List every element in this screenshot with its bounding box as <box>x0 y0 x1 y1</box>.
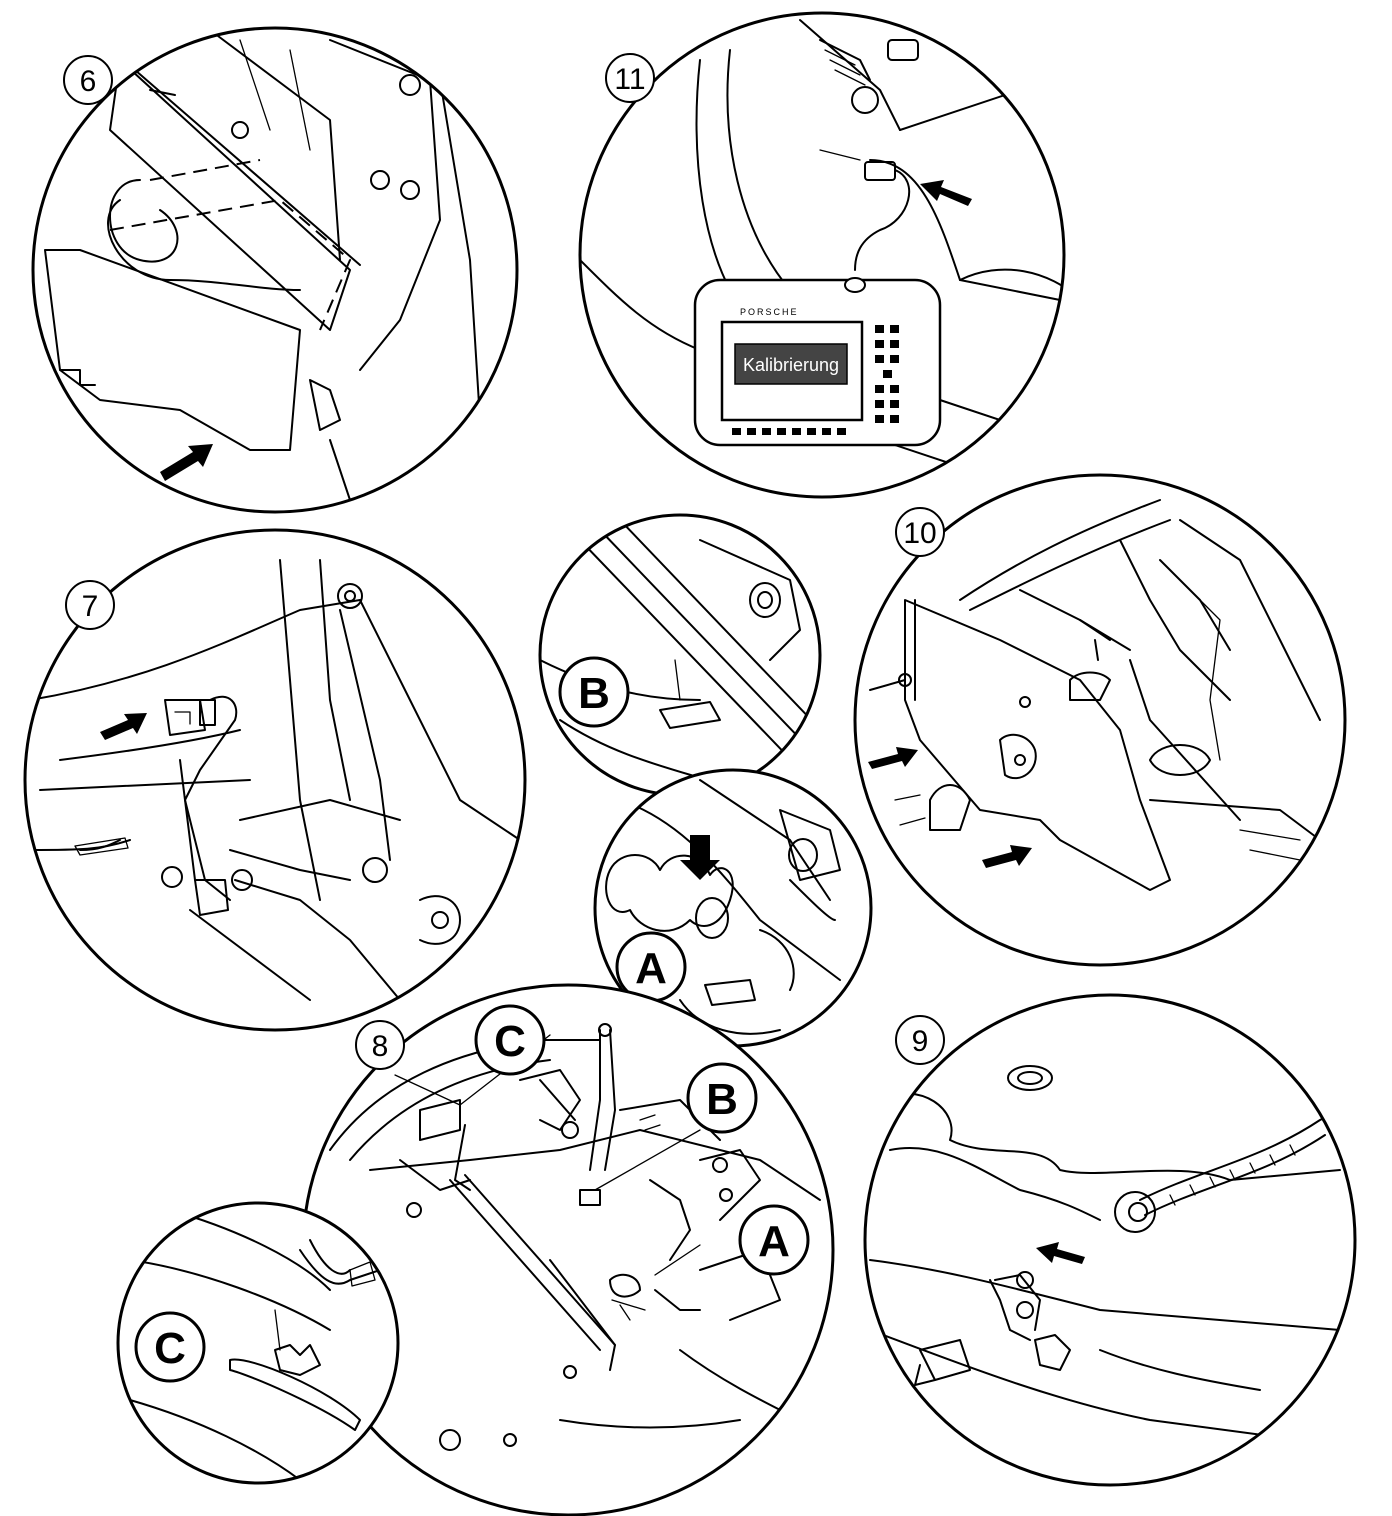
tester-keypad <box>732 325 899 435</box>
detail-c-panel: C <box>116 1201 400 1485</box>
step-6-badge <box>63 55 113 105</box>
step-6-panel: 6 <box>31 26 519 514</box>
callout-c-letter: C <box>494 1017 526 1066</box>
detail-b-panel: B <box>538 513 822 797</box>
step-8-badge <box>355 1020 405 1070</box>
detail-b-frame <box>538 513 822 797</box>
callout-a-letter: A <box>758 1217 790 1266</box>
step-10-frame <box>853 473 1347 967</box>
step-7-number: 7 <box>82 590 99 623</box>
step-8-panel: 8 C B A <box>301 983 835 1516</box>
step-7-frame <box>23 528 527 1032</box>
step-10-arrow-lower-icon <box>982 845 1032 868</box>
tester-brand: PORSCHE <box>740 307 799 317</box>
callout-b-badge <box>686 1062 758 1134</box>
step-11-arrow-icon <box>920 180 972 206</box>
step-10-illustration <box>869 499 1321 891</box>
step-11-badge <box>605 53 655 103</box>
step-8-illustration <box>329 1023 821 1451</box>
step-7-illustration <box>29 559 521 1001</box>
detail-a-letter: A <box>635 944 667 993</box>
detail-b-illustration <box>540 519 820 791</box>
detail-a-panel: A <box>593 768 873 1048</box>
detail-b-letter: B <box>578 669 610 718</box>
detail-a-illustration <box>605 779 841 1035</box>
detail-b-badge <box>558 656 630 728</box>
step-11-number: 11 <box>614 63 645 96</box>
detail-c-letter: C <box>154 1324 186 1373</box>
step-7-arrow-icon <box>100 713 147 740</box>
callout-c-badge <box>474 1004 546 1076</box>
detail-c-badge <box>134 1311 206 1383</box>
step-9-number: 9 <box>912 1025 929 1058</box>
step-10-badge <box>895 507 945 557</box>
step-9-illustration <box>869 1065 1355 1441</box>
callout-b-letter: B <box>706 1075 738 1124</box>
callout-a-badge <box>738 1204 810 1276</box>
step-6-illustration <box>44 29 481 501</box>
tester-screen <box>734 343 848 385</box>
step-9-arrow-icon <box>1036 1242 1085 1264</box>
step-10-number: 10 <box>903 517 936 550</box>
diagnostic-tester: PORSCHE Kalibrierung <box>693 277 942 447</box>
step-11-panel: PORSCHE Kalibrierung 11 <box>578 11 1066 499</box>
step-6-arrow-icon <box>160 444 213 481</box>
step-7-panel: 7 <box>23 528 527 1032</box>
step-6-number: 6 <box>80 65 97 98</box>
step-9-panel: 9 <box>863 993 1357 1487</box>
step-7-badge <box>65 580 115 630</box>
step-10-arrow-upper-icon <box>868 747 918 769</box>
step-6-frame <box>31 26 519 514</box>
step-9-frame <box>863 993 1357 1487</box>
tester-screen-text: Kalibrierung <box>743 355 839 375</box>
step-10-panel: 10 <box>853 473 1347 967</box>
detail-a-arrow-icon <box>680 835 720 880</box>
step-9-badge <box>895 1015 945 1065</box>
step-8-number: 8 <box>372 1030 389 1063</box>
step-11-illustration <box>580 19 1064 481</box>
